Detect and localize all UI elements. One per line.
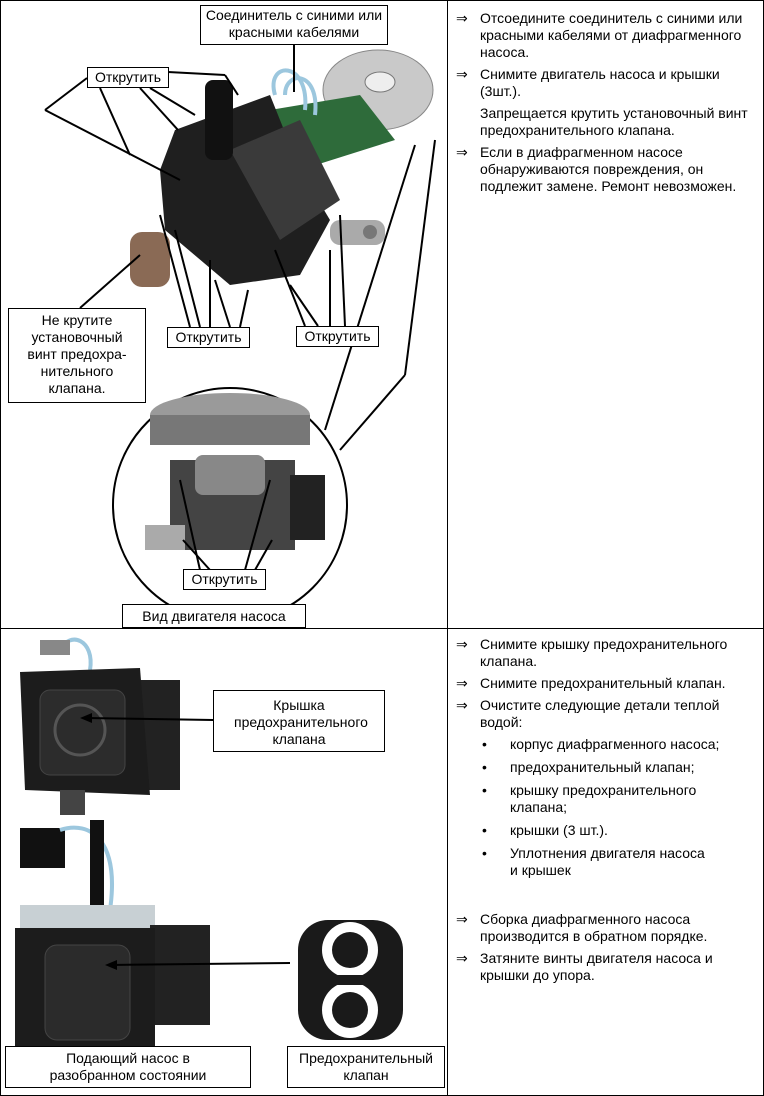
step-clean: ⇒Очистите следующие детали теплой водой: xyxy=(456,697,720,730)
arrow-right-icon: ⇒ xyxy=(456,10,468,26)
pump-photo xyxy=(44,45,436,623)
row-divider xyxy=(0,628,764,629)
label-valve: Предохранительный клапан xyxy=(287,1046,445,1088)
list-item: •предохранительный клапан; xyxy=(482,759,695,775)
label-connector: Соединитель с синими или красными кабеля… xyxy=(200,5,388,45)
bullet-icon: • xyxy=(482,759,487,775)
bottom-instructions: ⇒Снимите крышку предохранительного клапа… xyxy=(456,636,761,989)
label-unscrew-motor: Открутить xyxy=(183,569,266,590)
list-item: •Уплотнения двигателя насоса и крышек xyxy=(482,845,705,878)
list-item: •крышку предохранительного клапана; xyxy=(482,782,697,815)
arrow-right-icon: ⇒ xyxy=(456,636,468,652)
step-remove-cover: ⇒Снимите крышку предохранительного клапа… xyxy=(456,636,728,669)
arrow-right-icon: ⇒ xyxy=(456,144,468,160)
step-remove-motor: ⇒Снимите двигатель насоса и крышки (3шт.… xyxy=(456,66,720,99)
label-dont-turn: Не крутите установочный винт предохра-ни… xyxy=(8,308,146,403)
column-divider xyxy=(447,0,448,1096)
bullet-icon: • xyxy=(482,736,487,752)
label-unscrew-left: Открутить xyxy=(167,327,250,348)
step-disconnect: ⇒Отсоедините соединитель с синими или кр… xyxy=(456,10,743,60)
top-instructions: ⇒Отсоедините соединитель с синими или кр… xyxy=(456,10,761,200)
bullet-icon: • xyxy=(482,782,487,798)
arrow-right-icon: ⇒ xyxy=(456,950,468,966)
label-valve-cover: Крышка предохранительного клапана xyxy=(213,690,385,752)
list-item: •корпус диафрагменного насоса; xyxy=(482,736,720,752)
step-assembly: ⇒Сборка диафрагменного насоса производит… xyxy=(456,911,708,944)
list-item: •крышки (3 шт.). xyxy=(482,822,608,838)
arrow-right-icon: ⇒ xyxy=(456,911,468,927)
arrow-right-icon: ⇒ xyxy=(456,697,468,713)
step-tighten: ⇒Затяните винты двигателя насоса и крышк… xyxy=(456,950,713,983)
label-motor-view: Вид двигателя насоса xyxy=(122,604,306,628)
step-replace: ⇒Если в диафрагменном насосе обнаруживаю… xyxy=(456,144,737,194)
arrow-right-icon: ⇒ xyxy=(456,66,468,82)
step-remove-valve: ⇒Снимите предохранительный клапан. xyxy=(456,675,726,691)
label-unscrew-right: Открутить xyxy=(296,326,379,347)
bullet-icon: • xyxy=(482,822,487,838)
arrow-right-icon: ⇒ xyxy=(456,675,468,691)
label-unscrew-top: Открутить xyxy=(87,67,169,88)
label-disassembled: Подающий насос в разобранном состоянии xyxy=(5,1046,251,1088)
warning-note: Запрещается крутить установочный винт пр… xyxy=(480,105,748,138)
bullet-icon: • xyxy=(482,845,487,861)
